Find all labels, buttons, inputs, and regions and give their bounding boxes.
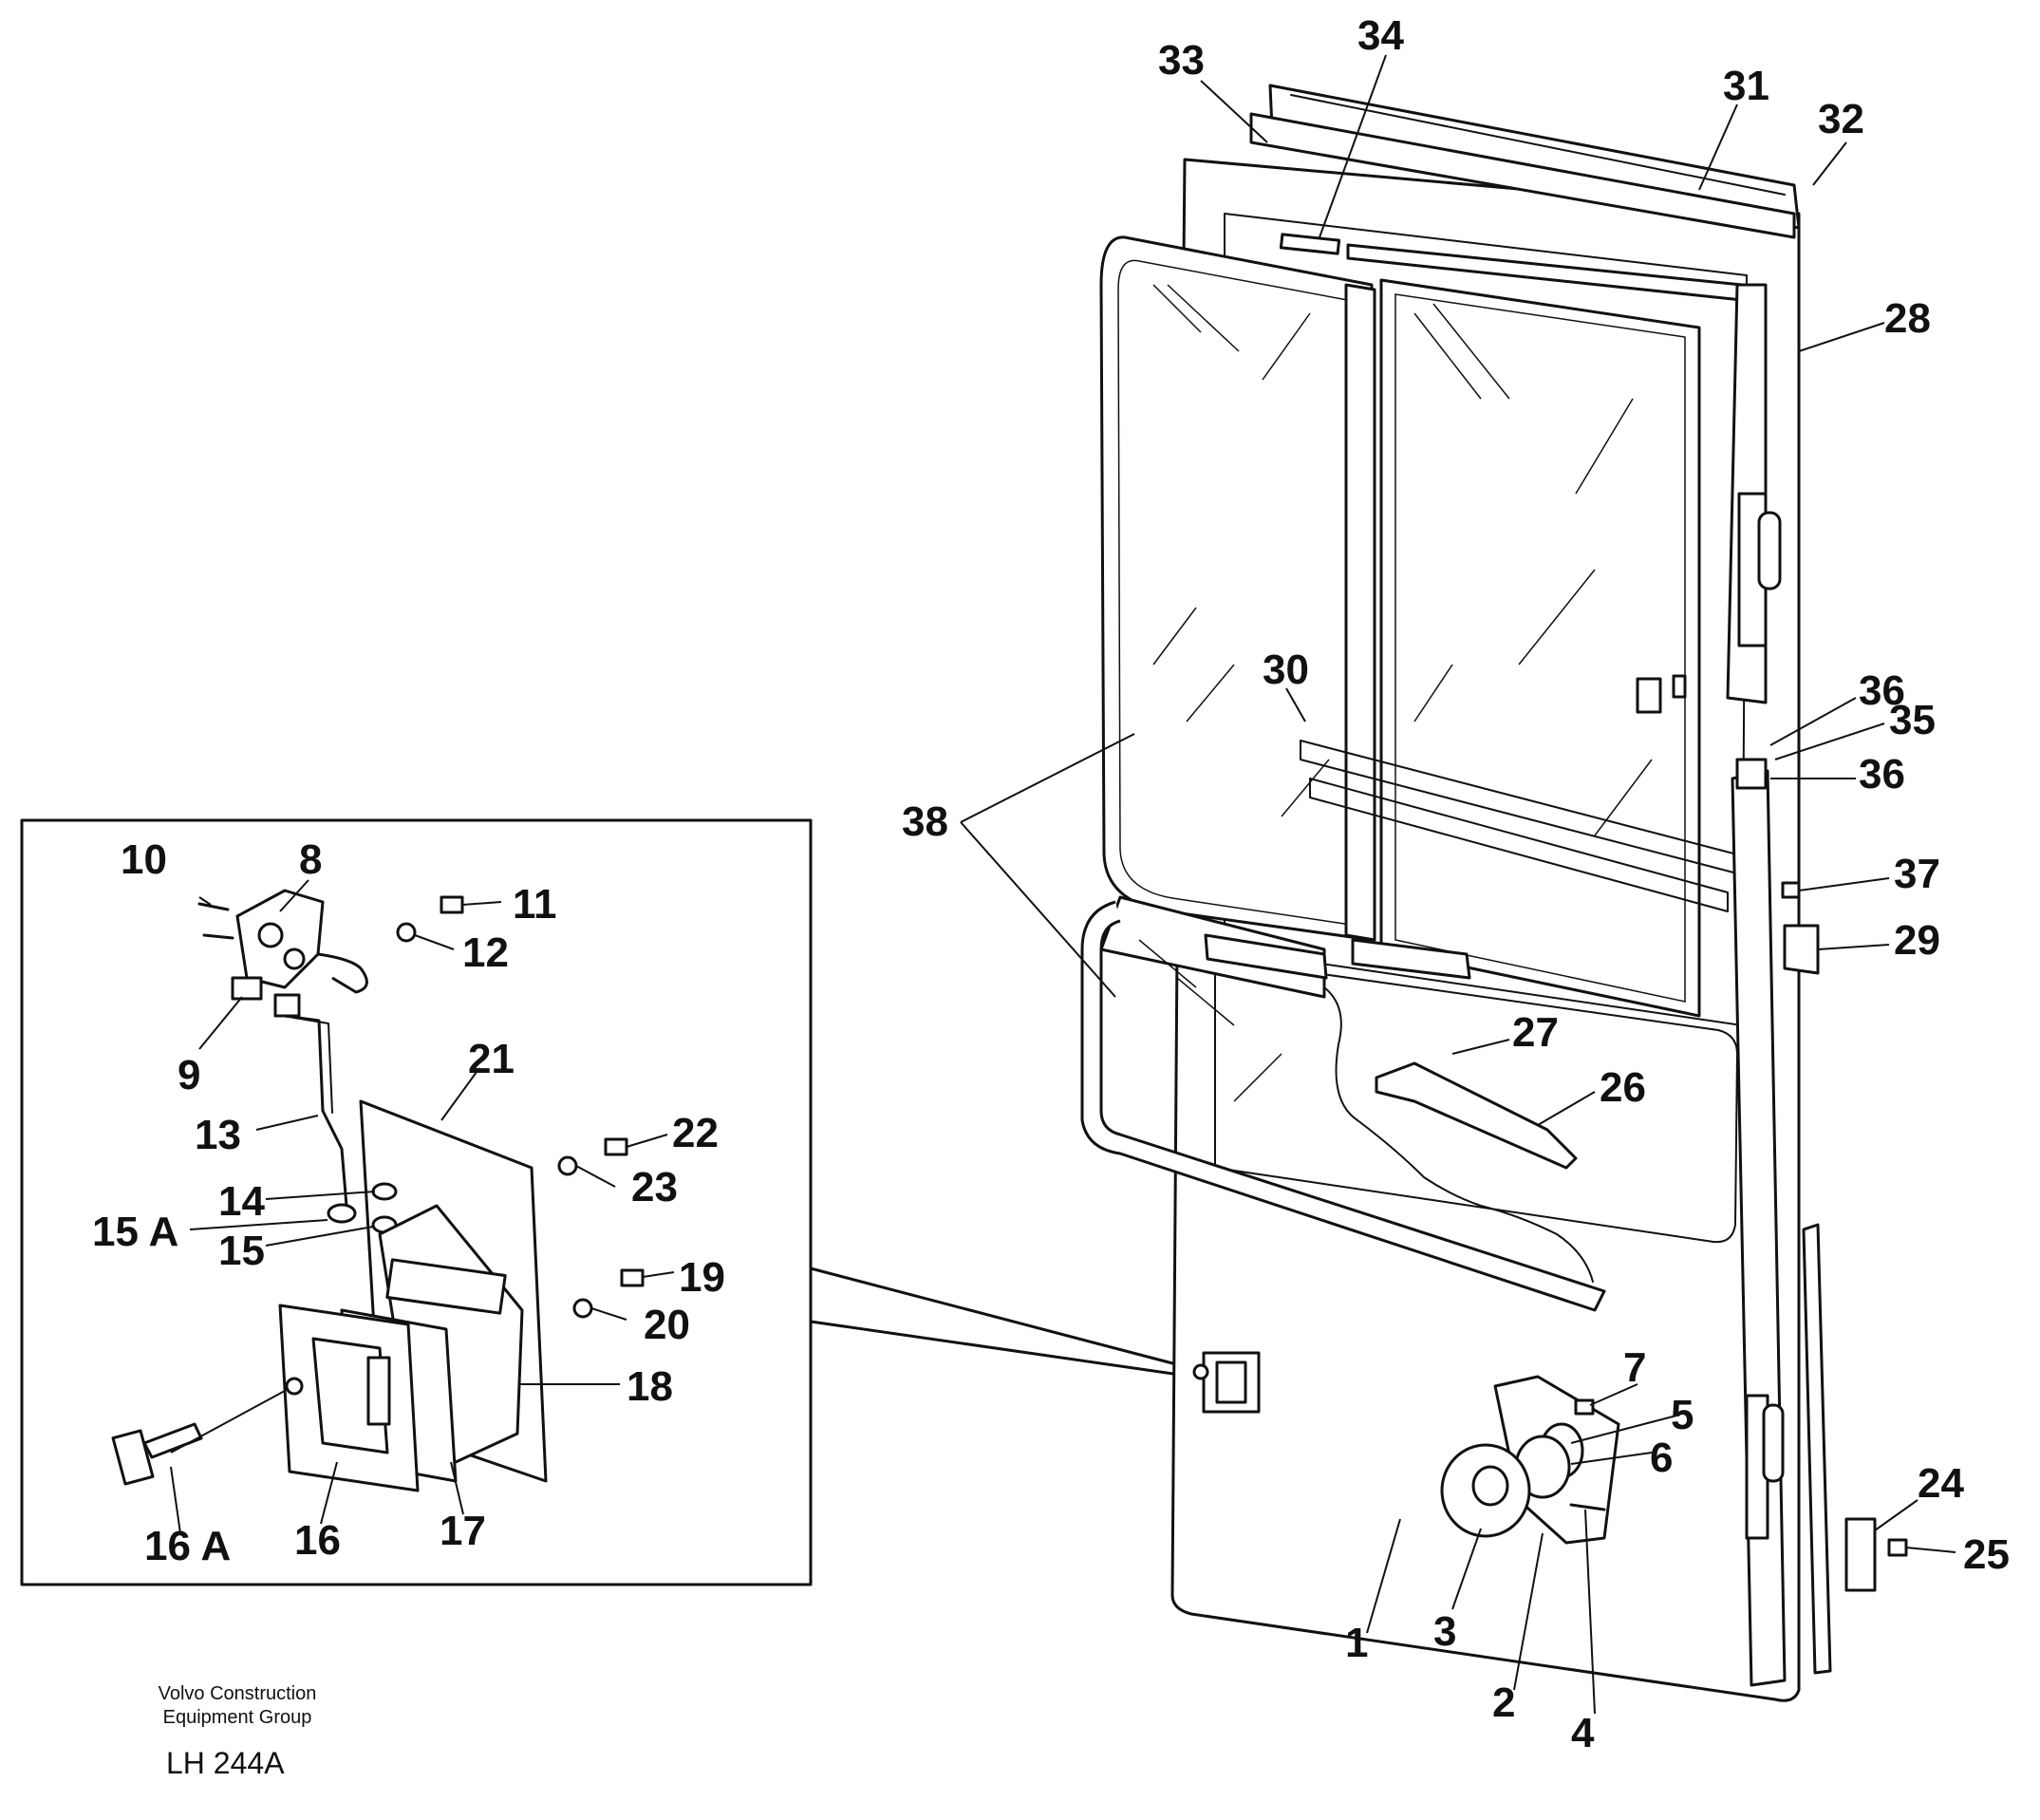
callout-21: 21 <box>468 1036 515 1082</box>
callout-31: 31 <box>1723 63 1769 109</box>
callout-13: 13 <box>195 1112 241 1158</box>
lock-detail-inset <box>20 818 1182 1586</box>
callout-36-upper: 36 <box>1859 667 1905 714</box>
callout-18: 18 <box>627 1363 673 1410</box>
leader-lines <box>170 54 1956 1715</box>
callout-7: 7 <box>1623 1344 1646 1391</box>
callout-11: 11 <box>513 881 557 928</box>
callout-4: 4 <box>1571 1710 1595 1756</box>
caption-block: Volvo Construction Equipment Group LH 24… <box>159 1683 317 1780</box>
company-name-line1: Volvo Construction <box>159 1683 317 1704</box>
callout-12: 12 <box>462 929 509 976</box>
callout-15: 15 <box>218 1228 265 1274</box>
callout-22: 22 <box>672 1110 719 1156</box>
callout-20: 20 <box>644 1302 690 1348</box>
callout-14: 14 <box>218 1178 265 1225</box>
callout-36-lower: 36 <box>1859 751 1905 797</box>
callout-27: 27 <box>1512 1009 1559 1056</box>
callout-33: 33 <box>1158 37 1205 84</box>
callout-35: 35 <box>1889 697 1936 743</box>
callout-38: 38 <box>902 798 948 845</box>
callout-17: 17 <box>440 1508 486 1554</box>
company-name-line2: Equipment Group <box>163 1707 312 1728</box>
callout-19: 19 <box>679 1254 725 1301</box>
callout-15a: 15 A <box>92 1209 178 1255</box>
callout-30: 30 <box>1263 647 1309 693</box>
callout-3: 3 <box>1433 1608 1456 1655</box>
callout-6: 6 <box>1650 1435 1673 1481</box>
door-assembly <box>1080 84 1908 1702</box>
callout-5: 5 <box>1671 1392 1694 1438</box>
callout-1: 1 <box>1345 1620 1368 1666</box>
drawing-code: LH 244A <box>166 1746 285 1780</box>
callout-25: 25 <box>1963 1531 2010 1578</box>
callout-34: 34 <box>1357 12 1404 59</box>
callout-8: 8 <box>299 836 322 883</box>
callout-2: 2 <box>1492 1679 1515 1726</box>
callout-37: 37 <box>1894 851 1940 897</box>
callout-28: 28 <box>1884 295 1931 342</box>
callout-16: 16 <box>294 1517 341 1564</box>
callout-16a: 16 A <box>144 1523 231 1569</box>
callout-24: 24 <box>1918 1460 1964 1507</box>
callout-labels: 1 2 3 4 5 6 7 8 9 10 11 12 13 14 15 15 A… <box>92 12 2010 1756</box>
callout-29: 29 <box>1894 917 1940 964</box>
callout-10: 10 <box>121 836 167 883</box>
callout-23: 23 <box>631 1164 678 1210</box>
callout-32: 32 <box>1818 96 1864 142</box>
callout-9: 9 <box>178 1052 200 1098</box>
callout-26: 26 <box>1600 1064 1646 1111</box>
